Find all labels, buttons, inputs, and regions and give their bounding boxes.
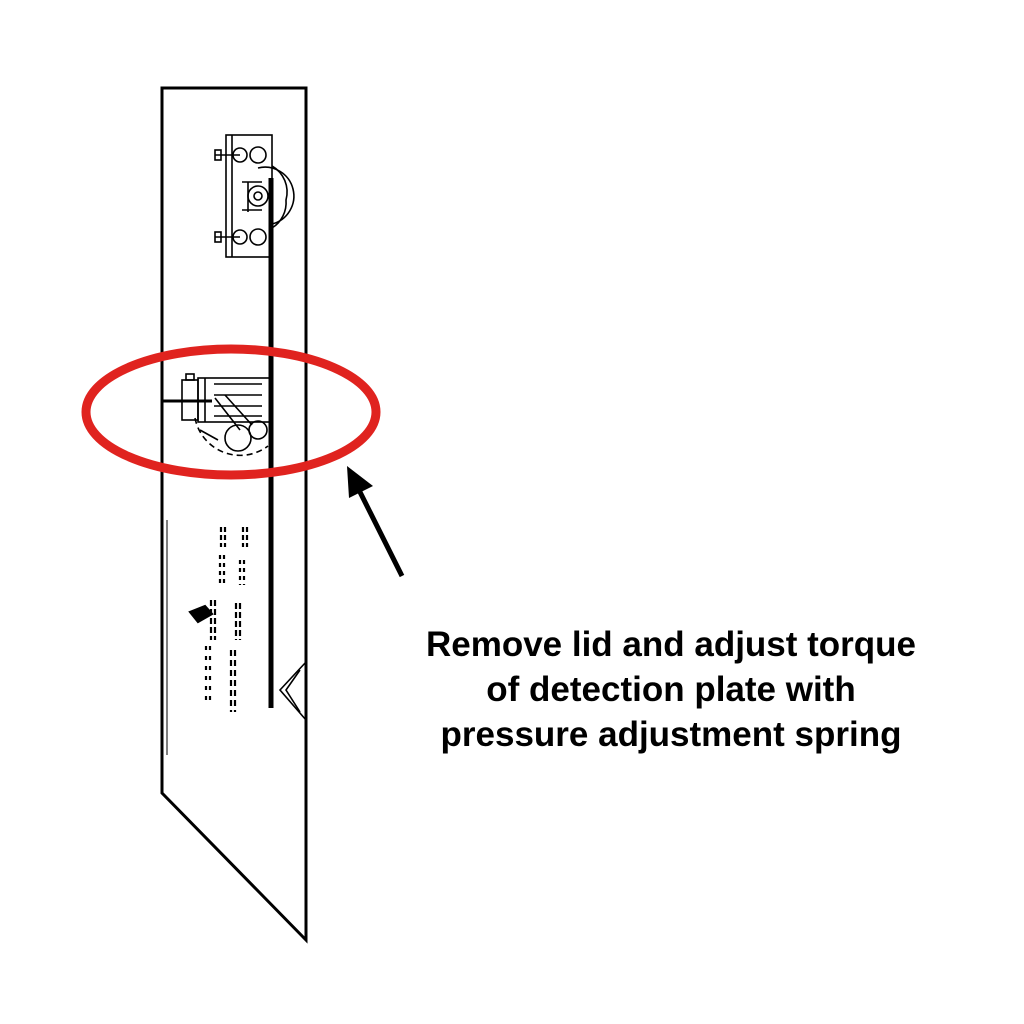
caption-line-1: Remove lid and adjust torque: [425, 625, 917, 664]
highlight-ellipse: [81, 344, 381, 480]
side-notch: [278, 661, 307, 721]
caption-line-2: of detection plate with: [486, 670, 856, 709]
lower-component-markings: [188, 527, 249, 712]
pointer-arrow: [347, 466, 405, 578]
annotation-caption: Remove lid and adjust torque of detectio…: [380, 622, 962, 757]
caption-line-3: pressure adjustment spring: [440, 715, 902, 754]
pressure-adjustment-mechanism: [162, 373, 271, 457]
top-bracket-assembly: [214, 134, 295, 258]
housing-outline: [160, 86, 308, 944]
